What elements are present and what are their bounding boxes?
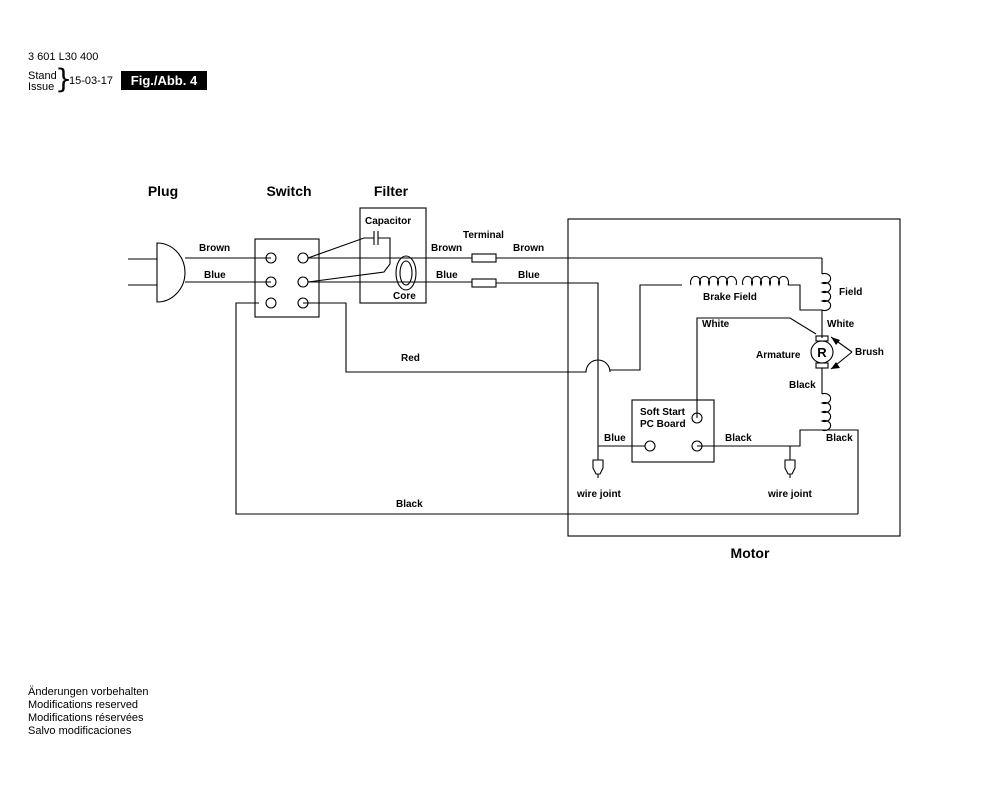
stand-label: Stand [28, 70, 57, 82]
brace-icon: } [55, 64, 73, 95]
footer-line: Änderungen vorbehalten [28, 686, 149, 698]
board-terminal [691, 412, 703, 424]
core-ring [395, 255, 417, 291]
capacitor-lead [307, 237, 391, 283]
wire-label-blue: Blue [204, 270, 226, 281]
wire-brake-red [610, 284, 682, 371]
wire-joint-left-label: wire joint [576, 489, 622, 500]
footer-line: Salvo modificaciones [28, 725, 132, 737]
soft-start-board [631, 399, 715, 463]
issue-date: 15-03-17 [69, 75, 114, 87]
switch-terminal [265, 252, 277, 264]
wire-label-blue: Blue [518, 270, 540, 281]
brush-label: Brush [855, 347, 884, 358]
terminal-block [471, 278, 497, 288]
wire-joint-icon [784, 459, 796, 475]
brake-field-coil [741, 275, 790, 287]
board-terminal [644, 440, 656, 452]
field-coil [820, 272, 832, 312]
wire-field-brake [788, 284, 822, 311]
brush-arrowhead [831, 362, 840, 369]
wire-label-brown: Brown [513, 243, 544, 254]
switch-terminal [297, 276, 309, 288]
filter-box [359, 207, 427, 304]
switch-terminal [265, 276, 277, 288]
core-ring [399, 260, 413, 286]
footer-line: Modifications reserved [28, 699, 139, 711]
field-coil-lower [820, 392, 832, 432]
wire-label-black: Black [826, 433, 853, 444]
plug-body [156, 242, 186, 303]
wire-label-black: Black [725, 433, 752, 444]
brush-arrowhead [831, 337, 840, 345]
terminal-block [471, 253, 497, 263]
capacitor-label: Capacitor [365, 216, 411, 227]
motor-box [567, 218, 901, 537]
plug-title: Plug [148, 183, 178, 199]
filter-title: Filter [374, 183, 409, 199]
wire-label-brown: Brown [431, 243, 462, 254]
wire-black-bottom [235, 302, 858, 515]
footer-line: Modifications réservées [28, 712, 144, 724]
armature-symbol: R [817, 345, 827, 360]
pc-board-label: PC Board [640, 419, 686, 430]
switch-title: Switch [266, 183, 311, 199]
part-number: 3 601 L30 400 [28, 51, 99, 63]
core-label: Core [393, 291, 416, 302]
wire-label-blue: Blue [436, 270, 458, 281]
wire-label-blue: Blue [604, 433, 626, 444]
armature-label: Armature [756, 350, 801, 361]
wire-joint-right-label: wire joint [767, 489, 813, 500]
wire-label-red: Red [401, 353, 420, 364]
wire-blue-motor [496, 282, 599, 460]
brush-top [815, 335, 829, 342]
brake-field-coil [689, 275, 738, 287]
issue-label: Issue [28, 81, 55, 93]
brush-bottom [815, 362, 829, 369]
wire-joint-icon [592, 459, 604, 475]
brake-field-label: Brake Field [703, 292, 757, 303]
wire-black-board [697, 429, 822, 447]
wire-label-black: Black [396, 499, 423, 510]
wire-white-board [696, 317, 817, 418]
wire-black-field [822, 429, 859, 514]
switch-terminal [297, 252, 309, 264]
switch-terminal [265, 297, 277, 309]
figure-badge: Fig./Abb. 4 [121, 71, 207, 90]
capacitor-lead [307, 237, 374, 259]
switch-box [254, 238, 320, 318]
wire-red [303, 302, 611, 373]
terminal-label: Terminal [463, 230, 504, 241]
wire-label-white: White [827, 319, 855, 330]
field-label: Field [839, 287, 862, 298]
wire-label-brown: Brown [199, 243, 230, 254]
footer-notes: Änderungen vorbehalten Modifications res… [28, 686, 148, 738]
soft-start-label: Soft Start [640, 407, 686, 418]
wire-label-black: Black [789, 380, 816, 391]
motor-title: Motor [731, 545, 770, 561]
wire-label-white: White [702, 319, 730, 330]
